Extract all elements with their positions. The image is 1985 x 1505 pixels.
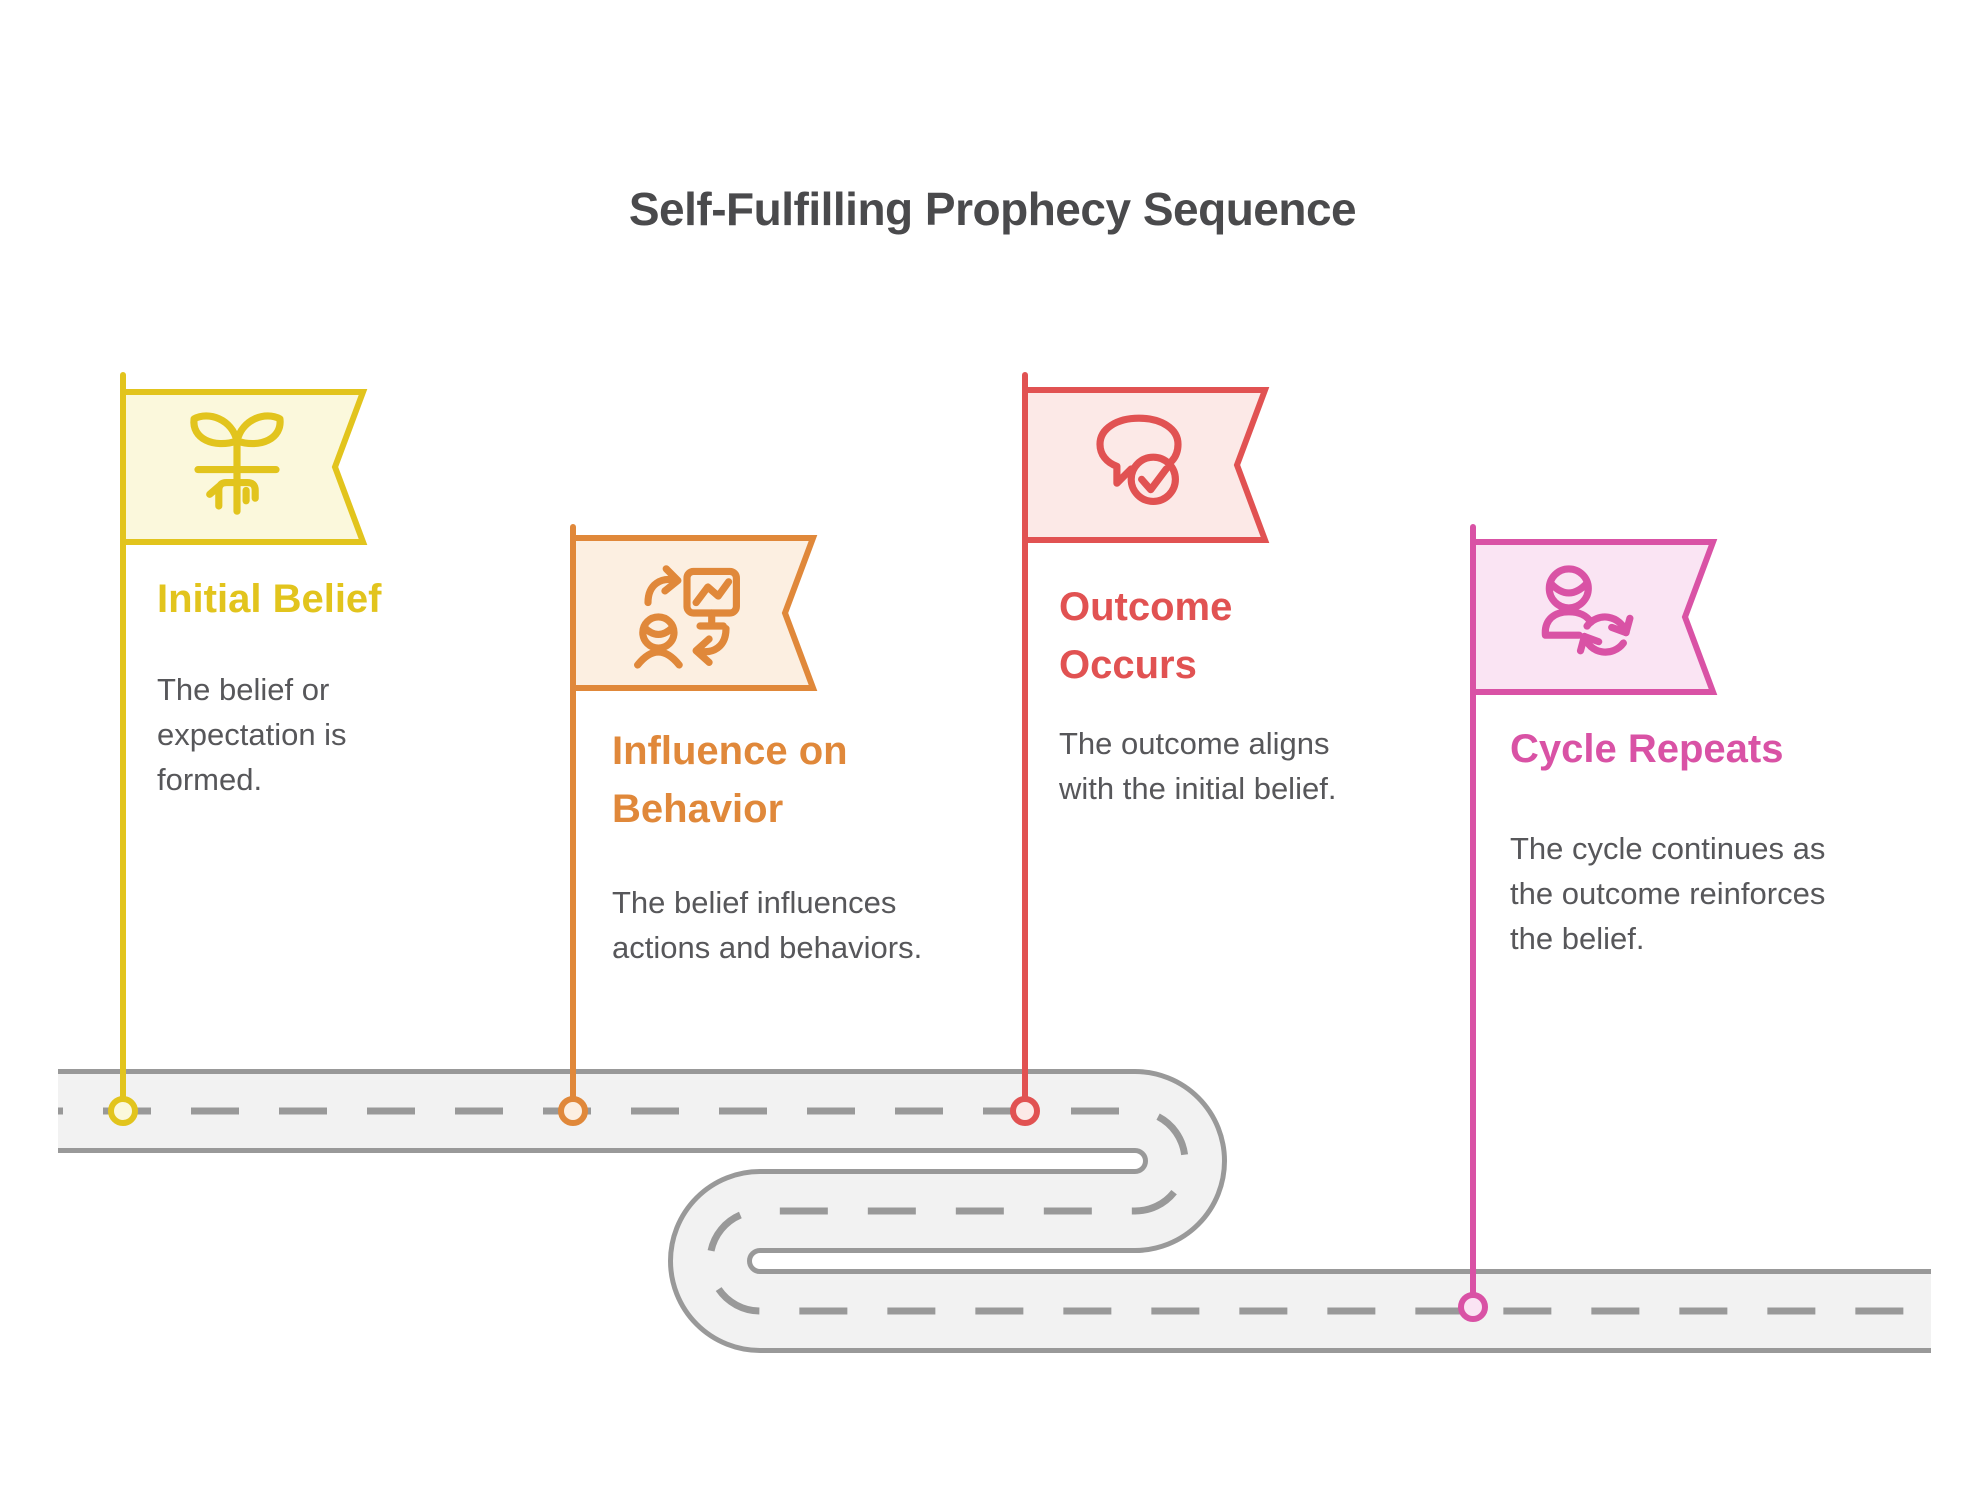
road-centerline	[58, 1107, 1931, 1315]
road-marker-3	[1010, 1096, 1040, 1126]
milestone-1-heading: Initial Belief	[157, 577, 382, 621]
road-marker-1	[108, 1096, 138, 1126]
milestone-1-description: The belief or expectation is formed.	[157, 672, 347, 797]
seedling-icon	[190, 412, 284, 515]
milestone-3-heading: Outcome Occurs	[1059, 585, 1233, 687]
milestone-3-description: The outcome aligns with the initial beli…	[1059, 726, 1337, 806]
milestone-4: Cycle Repeats The cycle continues as the…	[1510, 720, 1850, 961]
milestone-2: Influence on Behavior The belief influen…	[612, 722, 922, 970]
milestone-2-heading: Influence on Behavior	[612, 729, 848, 831]
road-marker-2	[558, 1096, 588, 1126]
milestone-2-description: The belief influences actions and behavi…	[612, 885, 923, 965]
page-title: Self-Fulfilling Prophecy Sequence	[628, 183, 1357, 235]
road-marker-4	[1458, 1292, 1488, 1322]
road	[58, 1069, 1931, 1353]
road-markers	[108, 1096, 1488, 1322]
person-monitor-exchange-icon	[634, 565, 740, 669]
milestone-4-description: The cycle continues as the outcome reinf…	[1510, 831, 1826, 956]
speech-bubble-check-icon	[1096, 414, 1182, 505]
milestone-1: Initial Belief The belief or expectation…	[157, 570, 477, 802]
person-cycle-icon	[1541, 565, 1634, 656]
milestone-4-heading: Cycle Repeats	[1510, 727, 1784, 771]
milestone-3: Outcome Occurs The outcome aligns with t…	[1059, 578, 1336, 811]
